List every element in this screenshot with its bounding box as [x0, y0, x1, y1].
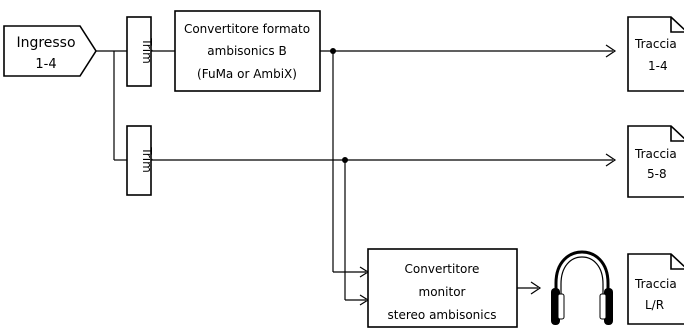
monitor-converter-line1: Convertitore [405, 262, 480, 276]
track-5-8-doc-shape [627, 125, 684, 198]
converter-b-block: Convertitore formato ambisonics B (FuMa … [174, 10, 321, 92]
track-1-4-doc-shape [627, 16, 684, 92]
arrow-headphones [530, 281, 542, 295]
output-track-lr: Traccia L/R [627, 253, 684, 325]
monitor-converter-block: Convertitore monitor stereo ambisonics [367, 248, 518, 328]
input-shape [3, 25, 97, 77]
trim-bottom-box [126, 125, 152, 196]
converter-b-line3: (FuMa or AmbiX) [197, 67, 297, 81]
trim-bottom-label: Trim [140, 146, 154, 173]
monitor-converter-line3: stereo ambisonics [388, 308, 497, 322]
headphones-icon [551, 250, 613, 325]
converter-b-line2: ambisonics B [207, 44, 286, 58]
track-5-8-line2: 5-8 [647, 167, 667, 181]
track-1-4-line2: 1-4 [648, 59, 668, 73]
track-lr-line1: Traccia [634, 277, 677, 291]
track-1-4-line1: Traccia [634, 37, 677, 51]
arrow-track-1-4 [605, 44, 617, 58]
monitor-converter-box [367, 248, 518, 328]
output-track-5-8: Traccia 5-8 [627, 125, 684, 198]
trim-top-box [126, 16, 152, 87]
track-lr-line2: L/R [645, 298, 664, 312]
input-label-line2: 1-4 [35, 57, 56, 72]
output-track-1-4: Traccia 1-4 [627, 16, 684, 92]
trim-top-block: Trim [126, 16, 154, 87]
input-label-line1: Ingresso [16, 35, 75, 51]
arrow-track-5-8 [605, 153, 617, 167]
trim-bottom-block: Trim [126, 125, 154, 196]
junction-dot-1-4 [330, 48, 336, 54]
converter-b-box [174, 10, 321, 92]
input-block: Ingresso 1-4 [3, 25, 97, 77]
track-lr-doc-shape [627, 253, 684, 325]
trim-top-label: Trim [140, 37, 154, 64]
signal-wires [96, 50, 613, 301]
track-5-8-line1: Traccia [634, 147, 677, 161]
converter-b-line1: Convertitore formato [184, 22, 310, 36]
junction-dot-5-8 [342, 157, 348, 163]
monitor-converter-line2: monitor [419, 285, 466, 299]
